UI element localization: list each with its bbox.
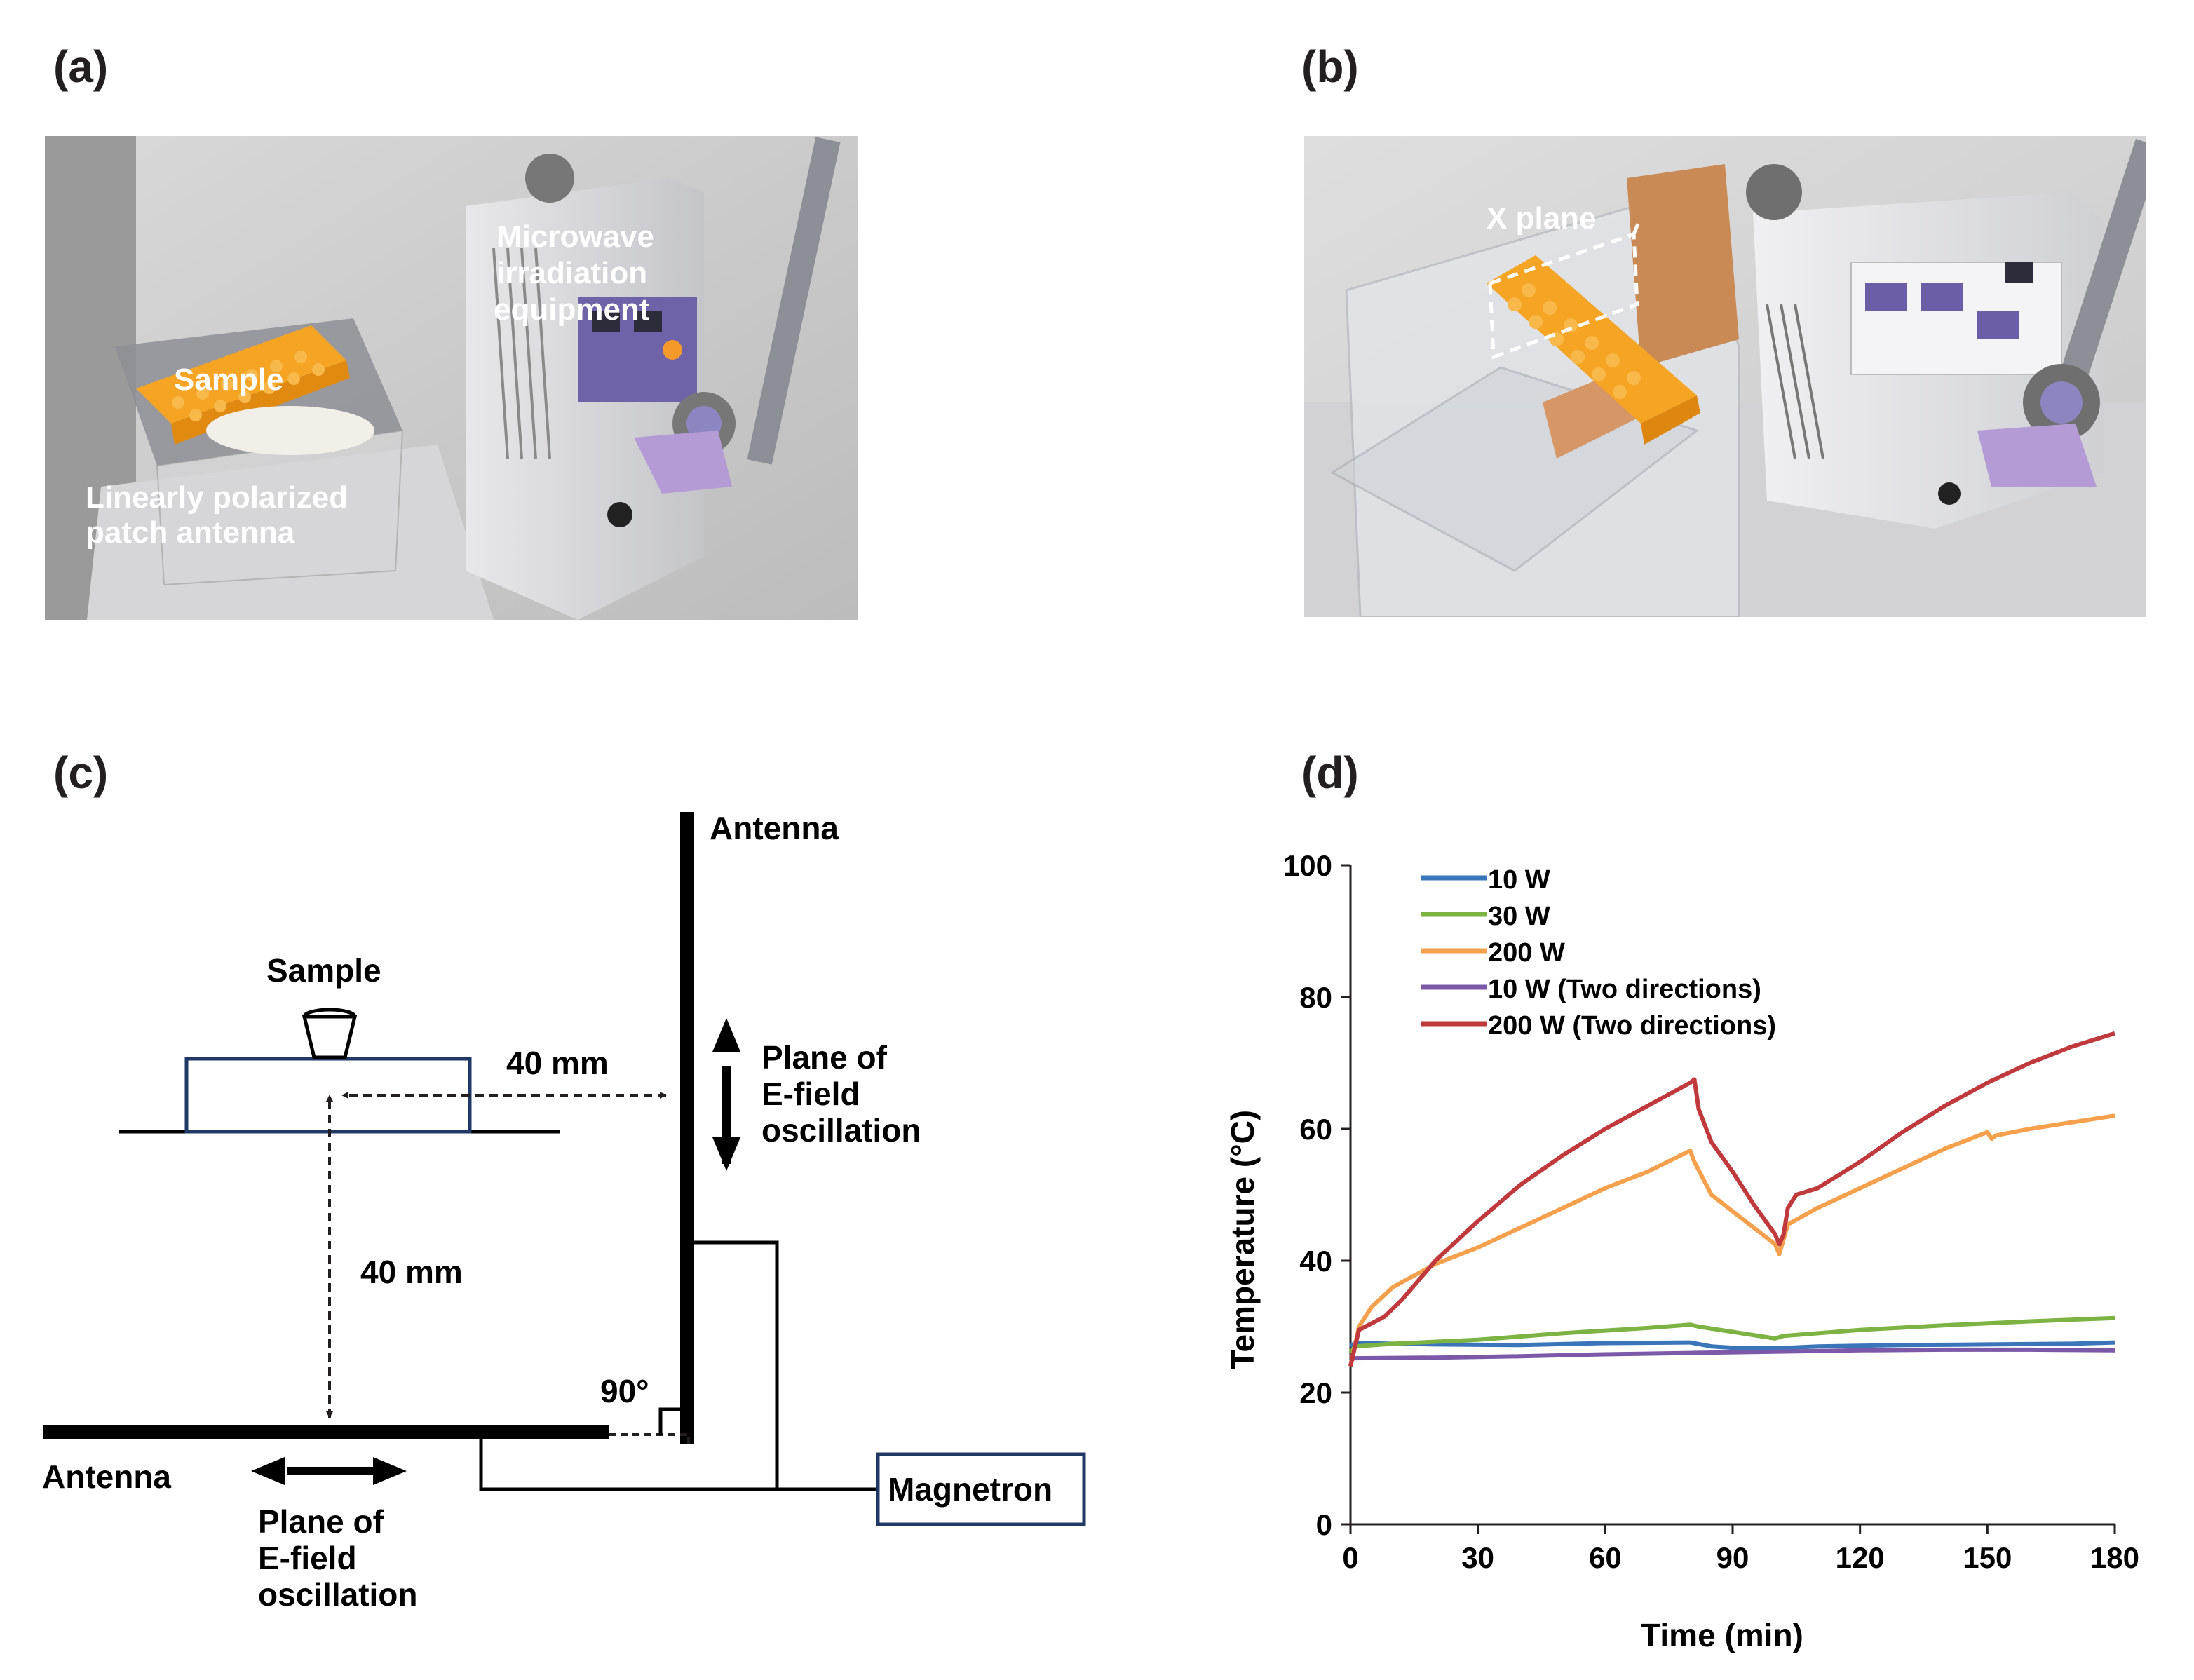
antenna-vertical <box>680 812 694 1444</box>
x-tick-label: 90 <box>1716 1541 1749 1574</box>
efield-vertical-line3: oscillation <box>761 1112 921 1149</box>
legend-entry: 10 W <box>1488 865 1550 895</box>
annotation-antenna-line2: patch antenna <box>86 515 295 550</box>
series-line-4 <box>1350 1347 2115 1362</box>
annotation-antenna-line1: Linearly polarized <box>86 480 348 515</box>
x-tick-label: 30 <box>1461 1541 1494 1574</box>
chart-legend: 10 W 30 W 200 W 10 W (Two directions) 200 W … <box>1421 865 1776 1041</box>
angle-label: 90° <box>600 1373 649 1409</box>
y-tick-label: 20 <box>1299 1376 1332 1409</box>
x-tick-label: 60 <box>1589 1541 1622 1574</box>
y-tick-label: 40 <box>1299 1245 1332 1278</box>
y-tick-label: 0 <box>1316 1508 1332 1541</box>
efield-vertical-line1: Plane of <box>761 1039 888 1076</box>
distance-horizontal-label: 40 mm <box>506 1045 609 1081</box>
antenna-horizontal <box>43 1425 609 1439</box>
efield-arrow-down-icon <box>712 1137 740 1171</box>
panel-label-c: (c) <box>53 747 109 798</box>
legend-entry: 200 W <box>1488 938 1565 968</box>
x-tick-label: 150 <box>1963 1541 2012 1574</box>
y-axis-label: Temperature (°C) <box>1224 1110 1261 1369</box>
annotation-equipment-line3: equipment <box>494 292 650 327</box>
panel-label-b: (b) <box>1301 41 1359 92</box>
x-tick-label: 0 <box>1342 1541 1358 1574</box>
efield-arrow-up-icon <box>712 1018 740 1052</box>
antenna-vertical-label: Antenna <box>710 810 839 846</box>
temperature-chart: 0 20 40 60 80 100 0 30 60 90 120 150 180 10 W 30 W 200… <box>1224 849 2139 1653</box>
annotation-sample: Sample <box>174 363 284 397</box>
right-angle-icon <box>658 1407 686 1435</box>
efield-arrow-right-icon <box>373 1457 407 1485</box>
distance-vertical-label: 40 mm <box>360 1254 463 1290</box>
x-tick-label: 120 <box>1836 1541 1885 1574</box>
y-tick-label: 60 <box>1299 1113 1332 1146</box>
efield-horizontal-line1: Plane of <box>258 1503 384 1540</box>
y-tick-label: 100 <box>1283 849 1332 882</box>
x-tick-label: 180 <box>2090 1541 2139 1574</box>
antenna-horizontal-label: Antenna <box>42 1458 171 1495</box>
efield-vertical-line2: E-field <box>761 1076 860 1112</box>
efield-horizontal-line3: oscillation <box>258 1576 417 1613</box>
annotation-equipment-line1: Microwave <box>496 219 654 254</box>
legend-entry: 10 W (Two directions) <box>1488 975 1761 1004</box>
x-axis-label: Time (min) <box>1641 1617 1803 1653</box>
series-line-2 <box>1348 1315 2115 1355</box>
panel-label-a: (a) <box>53 41 109 92</box>
series-line-1 <box>1349 1340 2115 1350</box>
series-line-3 <box>1348 1113 2115 1367</box>
photo-b: X plane <box>1304 136 2146 617</box>
series-line-5 <box>1348 1031 2115 1367</box>
setup-diagram: Antenna Antenna Sample 40 mm 40 mm Plane… <box>42 810 1086 1613</box>
legend-entry: 200 W (Two directions) <box>1488 1011 1776 1041</box>
y-tick-label: 80 <box>1299 981 1332 1014</box>
efield-arrow-left-icon <box>251 1457 285 1485</box>
legend-entry: 30 W <box>1488 902 1550 931</box>
magnetron-label: Magnetron <box>888 1471 1052 1508</box>
photo-a: Microwave irradiation equipment Sample L… <box>45 136 858 620</box>
efield-horizontal-line2: E-field <box>258 1540 357 1576</box>
sample-tube-icon <box>302 1015 358 1059</box>
panel-label-d: (d) <box>1301 747 1359 798</box>
sample-label: Sample <box>266 952 381 989</box>
annotation-equipment-line2: irradiation <box>496 256 647 290</box>
annotation-x-plane: X plane <box>1487 201 1597 236</box>
magnetron-box <box>876 1452 1086 1526</box>
